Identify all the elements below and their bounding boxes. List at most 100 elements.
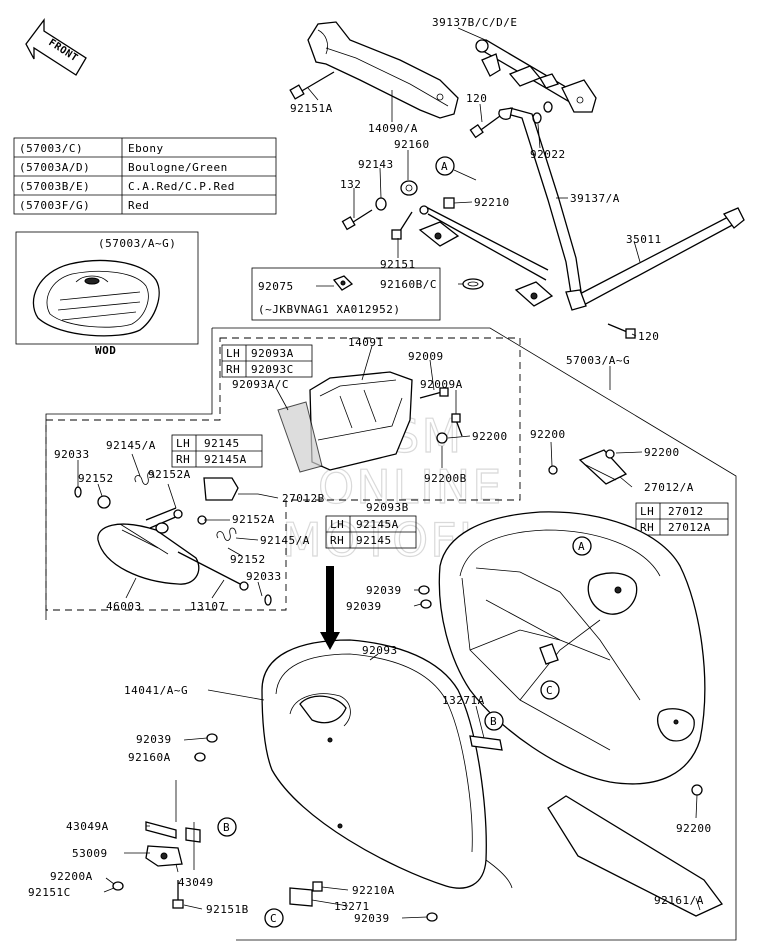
label-92160: 92160 <box>394 138 430 151</box>
assembly-arrow-icon <box>320 566 340 650</box>
label-53009: 53009 <box>72 847 108 860</box>
bolt-120-bottom-icon <box>607 323 636 339</box>
bolt-92151a-icon <box>289 71 335 100</box>
rh-part-1: 92093C <box>251 363 294 376</box>
color-code-1: (57003/C) <box>19 142 83 155</box>
screws-92039-icon <box>194 585 438 922</box>
bracket-13271a-icon <box>469 735 503 751</box>
washer-92200-right-icon <box>548 449 703 796</box>
lh-part-3: 92145A <box>356 518 399 531</box>
callout-c-2: C <box>264 908 284 928</box>
color-code-2: (57003A/D) <box>19 161 90 174</box>
label-35011: 35011 <box>626 233 662 246</box>
label-132: 132 <box>340 178 361 191</box>
label-92161a: 92161/A <box>654 894 704 907</box>
label-27012b: 27012B <box>282 492 325 505</box>
label-92033-a: 92033 <box>54 448 90 461</box>
rh-label-3: RH <box>330 534 344 547</box>
rh-part-3: 92145 <box>356 534 392 547</box>
lh-label-1: LH <box>226 347 240 360</box>
bracket-39137bcde-icon <box>475 39 597 113</box>
label-92210: 92210 <box>474 196 510 209</box>
svg-text:B: B <box>223 821 230 834</box>
color-name-2: Boulogne/Green <box>128 161 228 174</box>
label-27012a: 27012/A <box>644 481 694 494</box>
label-92093: 92093 <box>362 644 398 657</box>
bushing-92160-icon <box>400 180 418 196</box>
label-92009: 92009 <box>408 350 444 363</box>
lid-14041-icon <box>261 639 513 889</box>
label-120-bottom: 120 <box>638 330 659 343</box>
label-92200-d: 92200 <box>676 822 712 835</box>
inset-wod: (57003/A~G) WOD <box>15 231 199 357</box>
label-120-top: 120 <box>466 92 487 105</box>
label-92200-a: 92200 <box>472 430 508 443</box>
washer-92022-icon <box>532 101 553 124</box>
svg-text:C: C <box>270 912 277 925</box>
label-92152a-b: 92152A <box>232 513 275 526</box>
latch-43049-icon <box>112 821 201 909</box>
color-code-4: (57003F/G) <box>19 199 90 212</box>
spacer-92143-icon <box>375 197 387 211</box>
label-92033-b: 92033 <box>246 570 282 583</box>
label-13271a: 13271A <box>442 694 485 707</box>
label-14091: 14091 <box>348 336 384 349</box>
label-14041: 14041/A~G <box>124 684 188 697</box>
label-92143: 92143 <box>358 158 394 171</box>
part-14090-icon <box>307 21 459 119</box>
rh-label-4: RH <box>640 521 654 534</box>
callout-a-1: A <box>435 156 477 181</box>
inset-caption: WOD <box>95 344 116 357</box>
bar-35011-icon <box>565 207 745 311</box>
callout-a-2: A <box>572 536 592 556</box>
label-92093ac: 92093A/C <box>232 378 289 391</box>
label-57003ag: 57003/A~G <box>566 354 630 367</box>
callout-b-2: B <box>217 817 237 837</box>
label-39137a: 39137/A <box>570 192 620 205</box>
dashed-group-box <box>45 337 521 611</box>
lh-part-2: 92145 <box>204 437 240 450</box>
label-92093b: 92093B <box>366 501 409 514</box>
callout-b-1: B <box>484 711 504 731</box>
label-92160bc: 92160B/C <box>380 278 437 291</box>
rh-part-4: 27012A <box>668 521 711 534</box>
bracket-14091-icon <box>277 371 413 473</box>
lh-part-4: 27012 <box>668 505 704 518</box>
part-labels: 39137B/C/D/E 92151A 14090/A 120 92022 92… <box>28 16 712 925</box>
label-92152-b: 92152 <box>230 553 266 566</box>
svg-text:A: A <box>578 540 585 553</box>
note-92075-box: 92075 (~JKBVNAG1 XA012952) <box>251 267 441 321</box>
screw-92009-icon <box>419 387 449 399</box>
color-code-3: (57003B/E) <box>19 180 90 193</box>
label-92152: 92152 <box>78 472 114 485</box>
label-92200a: 92200A <box>50 870 93 883</box>
label-92200b: 92200B <box>424 472 467 485</box>
label-92151b: 92151B <box>206 903 249 916</box>
bracket-13271-icon <box>289 881 323 907</box>
bolt-120-top-icon <box>469 115 501 139</box>
lh-label-3: LH <box>330 518 344 531</box>
watermark-line-2: ONLINE <box>318 460 503 514</box>
frame-outline <box>212 327 737 941</box>
label-92151a: 92151A <box>290 102 333 115</box>
rh-label-1: RH <box>226 363 240 376</box>
label-39137bcde: 39137B/C/D/E <box>432 16 517 29</box>
lh-rh-box-92145: LH 92145 RH 92145A <box>171 434 263 468</box>
svg-text:B: B <box>490 715 497 728</box>
hinge-group-icon <box>74 471 272 606</box>
label-92039-b: 92039 <box>346 600 382 613</box>
label-92145a-mid: 92145/A <box>260 534 310 547</box>
callout-c-1: C <box>540 680 560 700</box>
label-13107: 13107 <box>190 600 226 613</box>
lh-label-4: LH <box>640 505 654 518</box>
label-92039-c: 92039 <box>136 733 172 746</box>
color-name-3: C.A.Red/C.P.Red <box>128 180 235 193</box>
rh-label-2: RH <box>176 453 190 466</box>
lh-label-2: LH <box>176 437 190 450</box>
label-92039-d: 92039 <box>354 912 390 925</box>
svg-text:A: A <box>441 160 448 173</box>
label-92039-a: 92039 <box>366 584 402 597</box>
label-46003: 46003 <box>106 600 142 613</box>
lh-rh-box-27012: LH 27012 RH 27012A <box>635 502 729 536</box>
